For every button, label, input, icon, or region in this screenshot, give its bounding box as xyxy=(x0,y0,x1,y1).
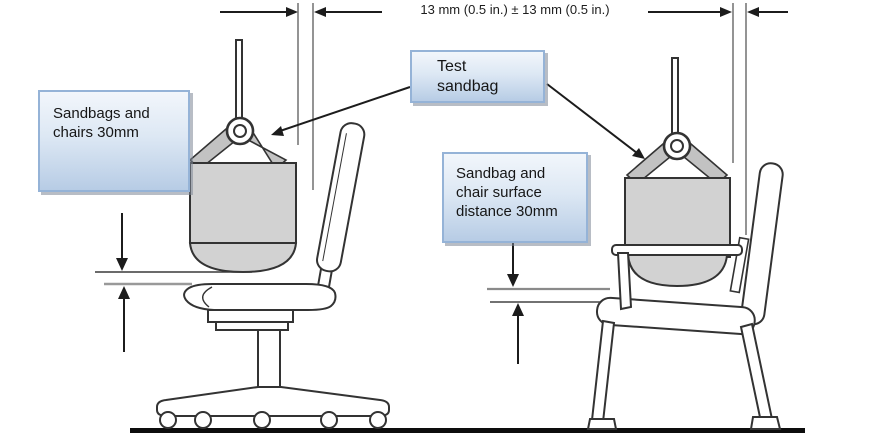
four-leg-chair xyxy=(586,162,784,430)
right-gap-dimension xyxy=(487,243,610,364)
caster-wheel xyxy=(320,411,338,429)
top-dimension-extension-lines xyxy=(297,3,747,235)
caster-wheel xyxy=(159,411,177,429)
callout-test-sandbag: Test sandbag xyxy=(410,50,545,103)
ground-line xyxy=(130,428,805,433)
lift-ring-hole xyxy=(670,139,684,153)
test-sandbag-leader-arrows xyxy=(271,83,645,159)
sandbag-bottom xyxy=(626,254,729,288)
sandbag-body xyxy=(189,162,297,244)
lift-ring-hole xyxy=(233,124,247,138)
top-dimension-arrows xyxy=(220,7,788,17)
hanger-rod xyxy=(671,57,679,139)
test-sandbag-right xyxy=(624,57,731,288)
caster-wheel xyxy=(253,411,271,429)
office-chair xyxy=(156,122,390,429)
callout-sandbags-and-chairs: Sandbags and chairs 30mm xyxy=(38,90,190,192)
left-gap-dimension xyxy=(95,213,252,352)
test-sandbag-left xyxy=(188,39,298,274)
sandbag-body xyxy=(624,177,731,258)
caster-wheel xyxy=(194,411,212,429)
top-dimension-label: 13 mm (0.5 in.) ± 13 mm (0.5 in.) xyxy=(420,2,610,17)
callout-sandbag-chair-surface-distance: Sandbag and chair surface distance 30mm xyxy=(442,152,588,243)
sandbag-bottom xyxy=(188,242,298,274)
chair-armrest xyxy=(611,244,743,311)
caster-wheel xyxy=(369,411,387,429)
hanger-rod xyxy=(235,39,243,127)
